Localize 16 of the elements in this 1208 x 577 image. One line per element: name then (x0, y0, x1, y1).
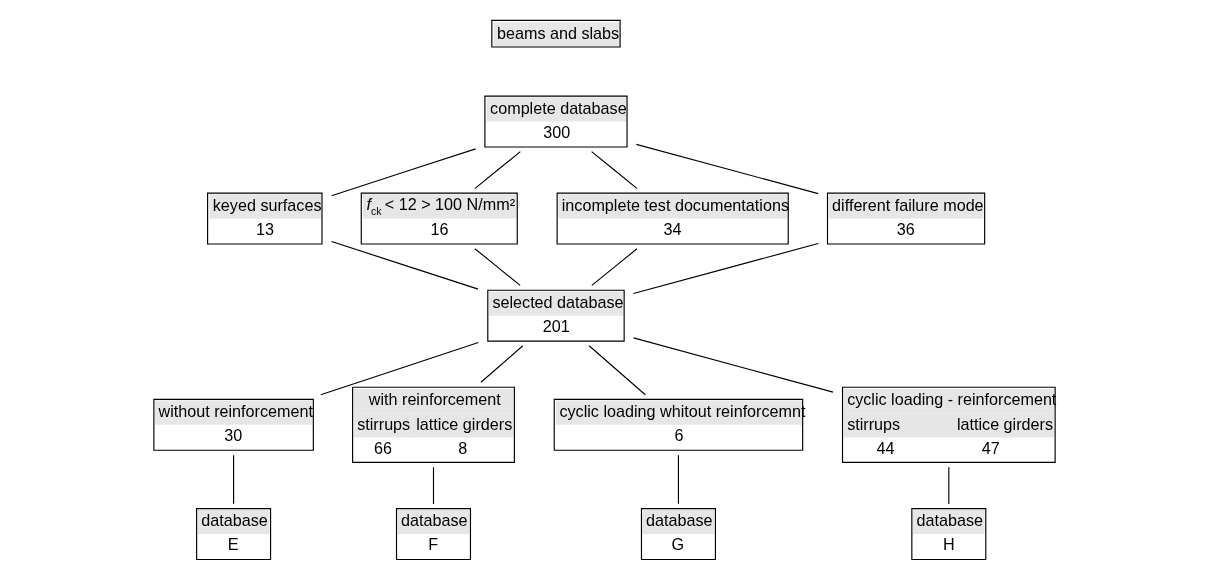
connector (632, 242, 819, 295)
connector (947, 466, 949, 505)
connector (330, 148, 476, 197)
connector (590, 151, 637, 189)
connector (474, 151, 521, 189)
connector (330, 240, 479, 290)
connector (632, 337, 834, 393)
connector (635, 143, 819, 195)
connector (232, 454, 234, 505)
connector (432, 466, 434, 505)
connector (319, 341, 479, 396)
connector (590, 248, 638, 286)
connector (479, 345, 523, 383)
connector (473, 248, 521, 286)
connector (588, 345, 646, 396)
connector (677, 454, 679, 505)
